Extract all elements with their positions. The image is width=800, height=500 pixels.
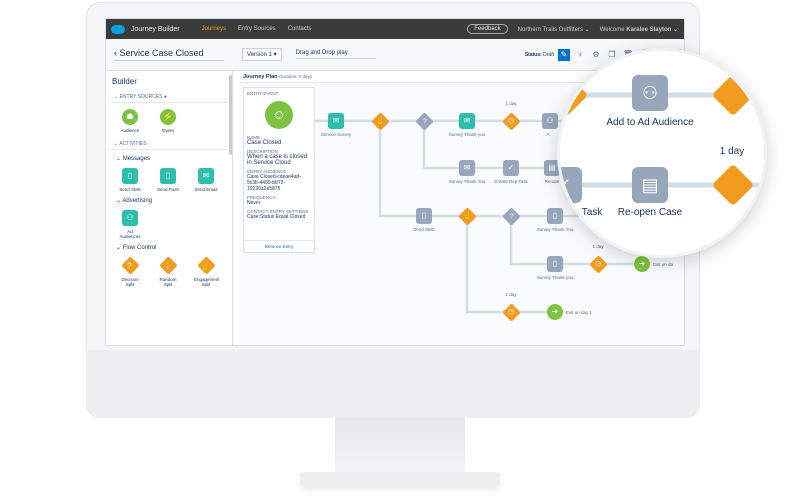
task-label: Task (581, 207, 603, 218)
exit-label: Exit on day 1 (566, 310, 593, 315)
info-icon: ● (163, 94, 167, 100)
person-icon: ☺ (265, 101, 293, 129)
tab-journeys[interactable]: Journeys (201, 26, 226, 32)
service-survey-node[interactable]: ✉ (328, 113, 344, 129)
reopen-case-node[interactable]: ▤ (632, 167, 668, 203)
messages-group[interactable]: ⌄ Messages (116, 156, 151, 162)
add-to-ad-audience-label: Add to Ad Audience (606, 117, 694, 128)
send-sms-node[interactable]: ▯ (416, 208, 432, 224)
exit-icon[interactable]: ➜ (634, 256, 650, 272)
exit-icon[interactable]: ➜ (547, 304, 563, 320)
entry-audience[interactable]: ☗Audience (118, 109, 142, 133)
node-label: Survey Thank you (448, 132, 486, 137)
flow-control-group[interactable]: ⌄ Flow Control (116, 245, 157, 251)
node-label: Survey Thank you (536, 275, 574, 280)
node-label: A (546, 132, 550, 137)
wait-label: 1 day (505, 101, 517, 106)
mobile-icon: ▯ (160, 168, 176, 184)
version-select[interactable]: Version 1 ▾ (242, 48, 282, 61)
salesforce-cloud-icon (111, 24, 125, 34)
create-rep-task-node[interactable]: ✓ (503, 160, 519, 176)
exit-label: Exit on da (653, 262, 674, 267)
top-nav: Journey Builder Journeys Entry Sources C… (106, 19, 684, 39)
wait-label: 1 day (505, 292, 517, 297)
builder-sidebar: Builder ⌄ ENTRY SOURCES ● ☗Audience ⚡Eve… (106, 71, 233, 345)
connector-branch-b (378, 121, 600, 218)
add-to-ad-audience-node[interactable]: ⚇ (632, 75, 668, 111)
envelope-icon: ✉ (198, 168, 214, 184)
app-title: Journey Builder (131, 25, 180, 33)
journey-header: ‹ Service Case Closed Version 1 ▾ Drag a… (106, 39, 684, 71)
back-button[interactable]: ‹ (114, 48, 117, 58)
monitor-stand (335, 418, 465, 476)
decision-split[interactable]: ?Decision Split (118, 256, 142, 287)
wait-label: 1 day (592, 244, 604, 249)
org-switcher[interactable]: Northern Trails Outfitters ⌄ (517, 26, 590, 33)
advertising-group[interactable]: ⌄ Advertising (116, 198, 153, 204)
entry-sources-section[interactable]: ⌄ ENTRY SOURCES ● (110, 92, 228, 103)
survey-thank-you-node[interactable]: ✉ (459, 160, 475, 176)
engagement-split[interactable]: ☝Engagement Split (194, 256, 220, 287)
entry-event[interactable]: ⚡Event (156, 109, 180, 133)
task-node[interactable]: ✓ (560, 167, 582, 203)
node-label: Re-ope (544, 179, 560, 184)
node-label: Survey Thank You (536, 227, 574, 232)
node-label: Service Survey (320, 132, 352, 137)
copy-icon[interactable]: ❐ (608, 49, 616, 59)
trophy-icon[interactable]: ♆ (577, 49, 583, 59)
activities-section[interactable]: ⌄ ACTIVITIES (110, 139, 228, 150)
node-label: Send SMS (413, 227, 435, 232)
gear-icon[interactable]: ⚙ (592, 49, 600, 59)
sidebar-scrollbar[interactable] (229, 75, 232, 155)
monitor-chin (86, 350, 700, 418)
node-label: Survey Thank You (448, 179, 486, 184)
ad-audience-icon: ⚇ (122, 210, 138, 226)
wait-label: 1 day (719, 146, 745, 157)
monitor-base (300, 472, 500, 486)
phone-icon: ▯ (122, 168, 138, 184)
remove-entry-link[interactable]: Remove Entry (244, 240, 314, 252)
magnifier-callout: ⚇ Add to Ad Audience 1 day ✓ Task ▤ Re-o… (557, 48, 767, 258)
status-label: Status: Draft (524, 51, 554, 58)
reopen-case-label: Re-open Case (617, 207, 683, 218)
node-label: Create Rep Task (494, 179, 528, 184)
tab-entry-sources[interactable]: Entry Sources (238, 26, 276, 32)
description-input[interactable]: Drag and Drop play (295, 50, 376, 59)
connector-branch-d (465, 216, 560, 314)
send-sms[interactable]: ▯Send SMS (118, 168, 142, 192)
survey-thank-you-node[interactable]: ▯ (547, 256, 563, 272)
send-push[interactable]: ▯Send Push (156, 168, 180, 192)
welcome-label: Welcome (599, 26, 625, 33)
user-menu[interactable]: Karalee Slayton ⌄ (626, 26, 678, 33)
journey-name-input[interactable]: ‹ Service Case Closed (114, 48, 224, 61)
lightning-icon: ⚡ (160, 109, 176, 125)
ad-audience-node[interactable]: ⚇ (542, 113, 558, 129)
random-split[interactable]: ⋮Random Split (156, 256, 180, 287)
tab-contacts[interactable]: Contacts (287, 26, 312, 32)
connector-branch-a (422, 121, 600, 170)
feedback-button[interactable]: Feedback (467, 24, 508, 34)
send-email[interactable]: ✉Send Email (194, 168, 218, 192)
ad-audiences[interactable]: ⚇Ad Audiences (118, 210, 142, 239)
reopen-case-node[interactable]: ▤ (544, 160, 560, 176)
screen: Journey Builder Journeys Entry Sources C… (105, 18, 685, 346)
audience-icon: ☗ (122, 109, 138, 125)
survey-thank-you-node[interactable]: ✉ (459, 113, 475, 129)
builder-title: Builder (112, 77, 137, 86)
edit-icon[interactable]: ✎ (558, 48, 570, 61)
survey-thank-you-node[interactable]: ▯ (547, 208, 563, 224)
